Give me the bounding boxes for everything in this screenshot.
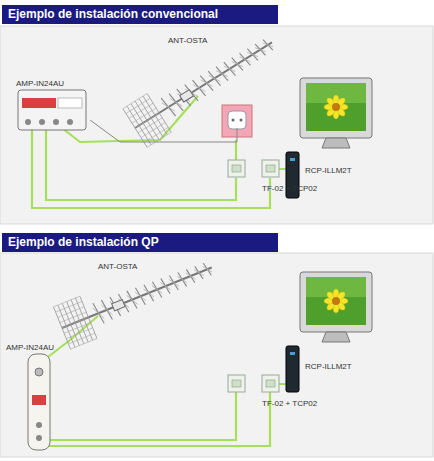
tv-monitor [300,272,372,342]
heading-band: Ejemplo de instalación QP [2,233,278,252]
panel [0,26,433,224]
coax-wire [38,392,270,448]
antenna [53,246,220,349]
part-name: ANT-OSTA [168,36,207,46]
heading-band: Ejemplo de instalación convencional [2,5,278,24]
coax-wire [46,130,236,200]
wall-socket [262,375,279,392]
receiver [286,346,299,392]
part-name: AMP-IN24AU [6,343,54,353]
wall-socket [228,160,245,177]
wall-socket [228,375,245,392]
part-name: TF-02 + TCP02 [262,399,317,409]
part-name: RCP-ILLM2T [305,166,352,176]
part-name: ANT-OSTA [98,262,137,272]
panel [0,253,433,457]
part-name: AMP-IN24AU [16,79,64,89]
antenna [123,23,284,147]
section-title: Ejemplo de instalación QP [8,235,159,249]
part-name: TF-02 + TCP02 [262,184,317,194]
wall-socket [262,160,279,177]
coax-wire [46,392,236,440]
part-name: RCP-ILLM2T [305,362,352,372]
amplifier [18,90,86,130]
section-title: Ejemplo de instalación convencional [8,7,218,21]
amplifier [28,354,50,450]
tv-monitor [300,78,372,148]
coax-wire [235,140,237,160]
